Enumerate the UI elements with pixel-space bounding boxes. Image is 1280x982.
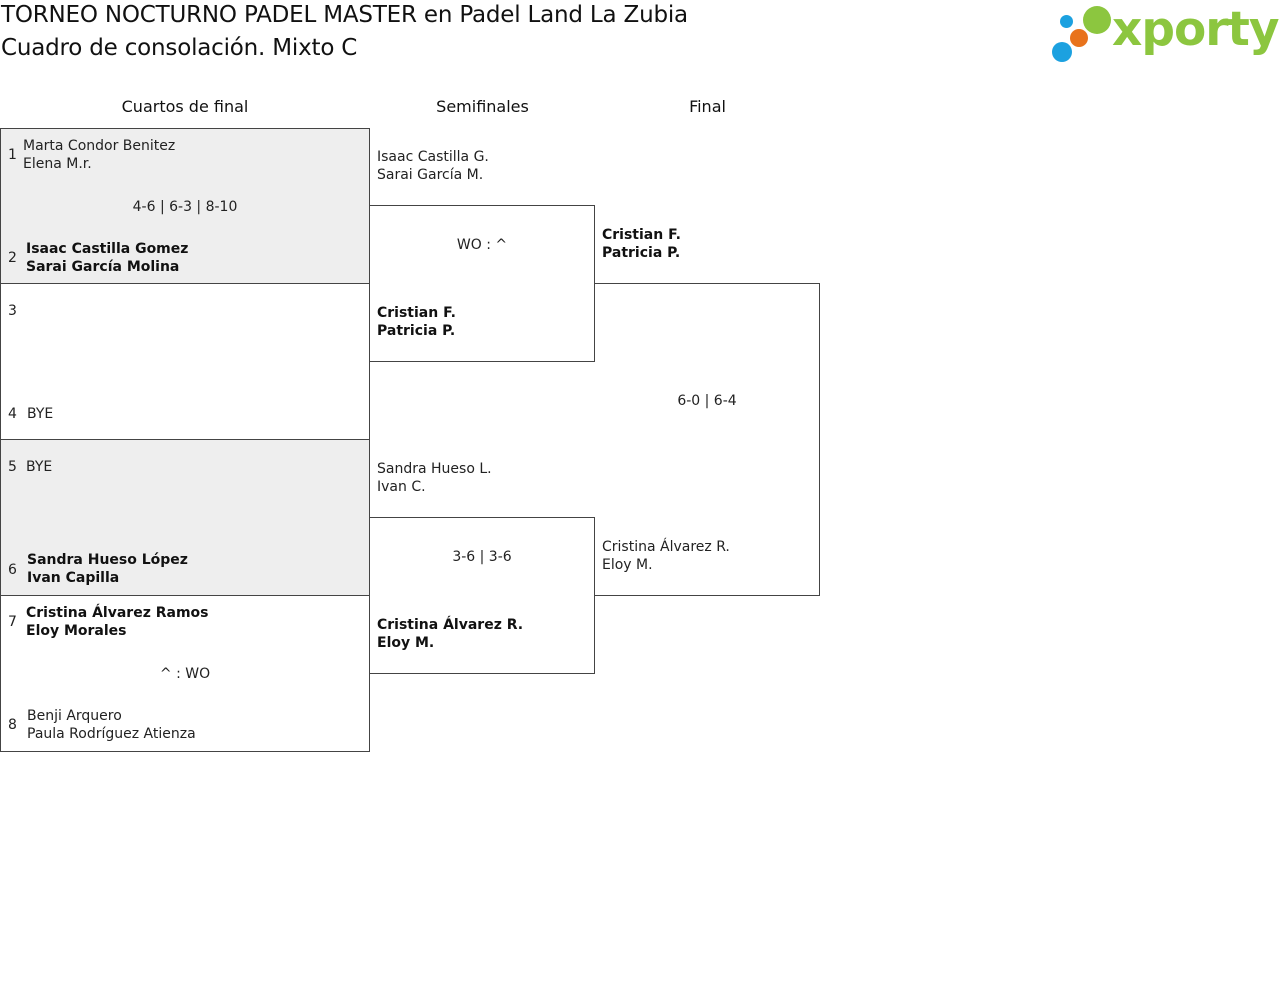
- logo-dot-blue-small-icon: [1060, 15, 1073, 28]
- team-name-winner: Patricia P.: [377, 323, 456, 339]
- team-name: Ivan C.: [377, 479, 426, 495]
- bracket-connector: [370, 517, 595, 674]
- team-name-winner: Eloy M.: [377, 635, 435, 651]
- team-name-winner: Sarai García Molina: [26, 259, 180, 275]
- match-score: 3-6 | 3-6: [452, 549, 512, 565]
- team-name: Paula Rodríguez Atienza: [27, 726, 196, 742]
- quarterfinal-match-3[interactable]: 5 BYE 6 Sandra Hueso López Ivan Capilla: [0, 439, 370, 596]
- team-name-winner: Isaac Castilla Gomez: [26, 241, 189, 257]
- team-name-bye: BYE: [26, 459, 53, 475]
- team-name: Sarai García M.: [377, 167, 484, 183]
- team-name: Cristina Álvarez R.: [602, 539, 730, 555]
- logo-dot-green-icon: [1083, 6, 1111, 34]
- xporty-logo[interactable]: xporty: [1050, 2, 1280, 66]
- bracket-connector: [370, 205, 595, 362]
- team-name-bye: BYE: [27, 406, 54, 422]
- match-score: ^ : WO: [159, 666, 211, 682]
- quarterfinal-match-1[interactable]: 1 Marta Condor Benitez Elena M.r. 4-6 | …: [0, 128, 370, 284]
- round-header-semifinals: Semifinales: [436, 97, 529, 116]
- team-name-winner: Cristina Álvarez Ramos: [26, 605, 209, 621]
- logo-wordmark: xporty: [1112, 2, 1280, 57]
- quarterfinal-match-4[interactable]: 7 Cristina Álvarez Ramos Eloy Morales ^ …: [0, 595, 370, 752]
- seed-number: 6: [8, 562, 17, 578]
- match-score: WO : ^: [456, 237, 508, 253]
- team-name: Eloy M.: [602, 557, 653, 573]
- seed-number: 1: [8, 147, 17, 163]
- seed-number: 5: [8, 459, 17, 475]
- bracket-connector: [595, 283, 820, 596]
- round-header-quarterfinals: Cuartos de final: [121, 97, 249, 116]
- team-name-winner: Ivan Capilla: [27, 570, 120, 586]
- logo-dot-blue-large-icon: [1052, 42, 1072, 62]
- seed-number: 8: [8, 717, 17, 733]
- team-name-winner: Eloy Morales: [26, 623, 127, 639]
- tournament-title: TORNEO NOCTURNO PADEL MASTER en Padel La…: [1, 2, 688, 28]
- team-name: Isaac Castilla G.: [377, 149, 489, 165]
- draw-subtitle: Cuadro de consolación. Mixto C: [1, 35, 358, 61]
- round-header-final: Final: [689, 97, 726, 116]
- match-score: 6-0 | 6-4: [677, 393, 737, 409]
- team-name-winner: Cristina Álvarez R.: [377, 617, 524, 633]
- team-name: Benji Arquero: [27, 708, 122, 724]
- team-name-winner: Patricia P.: [602, 245, 681, 261]
- team-name-winner: Sandra Hueso López: [27, 552, 188, 568]
- match-score: 4-6 | 6-3 | 8-10: [132, 199, 238, 215]
- seed-number: 3: [8, 303, 17, 319]
- quarterfinal-match-2[interactable]: 3 4 BYE: [0, 283, 370, 440]
- team-name-winner: Cristian F.: [377, 305, 456, 321]
- team-name: Sandra Hueso L.: [377, 461, 492, 477]
- seed-number: 2: [8, 250, 17, 266]
- team-name-winner: Cristian F.: [602, 227, 681, 243]
- team-name: Elena M.r.: [23, 156, 92, 172]
- team-name: Marta Condor Benitez: [23, 138, 176, 154]
- seed-number: 4: [8, 406, 17, 422]
- logo-dot-orange-icon: [1070, 29, 1088, 47]
- seed-number: 7: [8, 614, 17, 630]
